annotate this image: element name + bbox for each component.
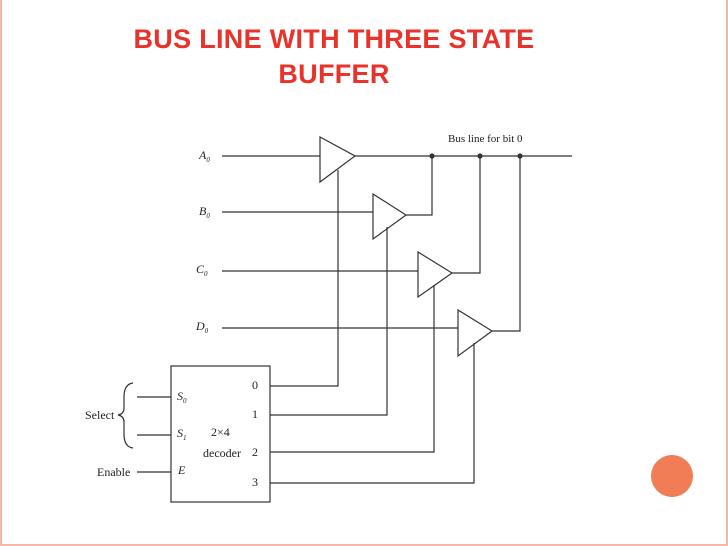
decoder-s0-label: S0 bbox=[177, 389, 187, 405]
junction-dot-b bbox=[429, 153, 435, 159]
buffer-d-output-wire bbox=[492, 156, 521, 332]
buffer-d bbox=[457, 308, 494, 358]
decoder-out0-label: 0 bbox=[252, 378, 258, 392]
decorative-circle bbox=[651, 455, 693, 497]
enable-wire-d bbox=[270, 343, 475, 484]
title-line-1: BUS LINE WITH THREE STATE bbox=[133, 24, 535, 54]
title-line-2: BUFFER bbox=[278, 59, 390, 89]
buffer-c bbox=[417, 250, 454, 299]
bus-label: Bus line for bit 0 bbox=[448, 133, 523, 145]
slide-border-right bbox=[726, 0, 728, 546]
slide-title: BUS LINE WITH THREE STATE BUFFER bbox=[70, 22, 598, 92]
select-label: Select bbox=[85, 408, 115, 422]
input-a-label: A0 bbox=[198, 148, 210, 164]
buffer-c-output-wire bbox=[452, 156, 481, 274]
decoder-out3-label: 3 bbox=[252, 475, 258, 489]
slide-border-bottom bbox=[0, 544, 728, 546]
buffer-a bbox=[319, 135, 357, 184]
buffer-b-output-wire bbox=[406, 156, 433, 216]
select-brace bbox=[117, 382, 134, 449]
decoder-box bbox=[170, 365, 271, 503]
junction-dot-c bbox=[477, 153, 483, 159]
decoder-size-label: 2×4 bbox=[211, 425, 230, 439]
enable-label: Enable bbox=[97, 465, 130, 479]
decoder-name-label: decoder bbox=[203, 446, 241, 460]
decoder-out2-label: 2 bbox=[252, 445, 258, 459]
enable-wire-a bbox=[270, 170, 339, 387]
input-d-label: D0 bbox=[195, 319, 209, 335]
junction-dot-d bbox=[517, 153, 523, 159]
decoder-s1-label: S1 bbox=[177, 426, 187, 442]
enable-wire-b bbox=[270, 227, 388, 416]
buffer-b bbox=[372, 192, 408, 241]
decoder-e-label: E bbox=[177, 463, 186, 477]
input-c-label: C0 bbox=[196, 262, 208, 278]
decoder-out1-label: 1 bbox=[252, 407, 258, 421]
input-b-label: B0 bbox=[199, 204, 210, 220]
slide-border-left bbox=[0, 0, 2, 546]
enable-wire-c bbox=[270, 285, 435, 453]
